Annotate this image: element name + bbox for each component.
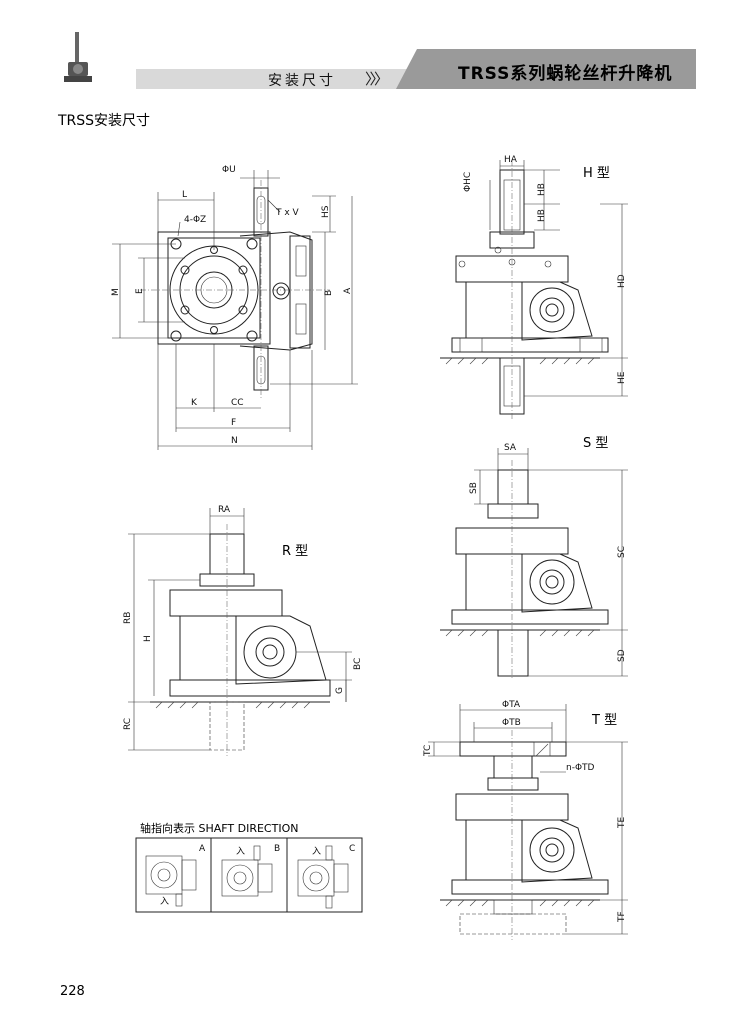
label-hs: HS <box>321 205 331 218</box>
r-label-g: G <box>335 687 345 694</box>
h-label-he: HE <box>617 371 627 384</box>
label-e: E <box>135 288 145 294</box>
header-subtitle: 安装尺寸 <box>268 73 336 89</box>
shaft-direction-diagram: 轴指向表示 SHAFT DIRECTION A 入 B <box>135 821 363 913</box>
panel-b-in-label: 入 <box>236 846 245 857</box>
t-type-title: T 型 <box>591 713 617 728</box>
t-label-phi-ta: ΦTA <box>502 700 521 710</box>
label-b: B <box>324 290 334 296</box>
r-type-title: R 型 <box>282 544 308 559</box>
label-n: N <box>231 436 238 446</box>
label-k: K <box>191 398 198 408</box>
header-title: TRSS系列蜗轮丝杆升降机 <box>458 64 673 84</box>
label-a: A <box>343 287 353 294</box>
panel-c-in-label: 入 <box>312 846 321 857</box>
label-t-x-v: T x V <box>275 208 300 218</box>
s-label-sa: SA <box>504 443 517 453</box>
h-type-title: H 型 <box>583 166 610 181</box>
panel-a-in-label: 入 <box>160 896 169 907</box>
page-number: 228 <box>60 984 85 999</box>
h-label-hb-1: HB <box>537 183 547 196</box>
r-label-ra: RA <box>218 505 231 515</box>
shaft-panel-a: A 入 <box>145 844 206 907</box>
screw-jack-logo-icon <box>64 32 92 82</box>
t-label-tc: TC <box>423 745 433 757</box>
t-label-n-phi-td: n-ΦTD <box>566 763 595 773</box>
h-label-hb-2: HB <box>537 209 547 222</box>
r-type-drawing: R 型 <box>123 505 363 756</box>
s-label-sd: SD <box>617 649 627 662</box>
header-arrows: 〉〉〉 <box>365 70 389 88</box>
panel-c-letter: C <box>349 844 355 854</box>
panel-a-letter: A <box>199 844 206 854</box>
r-label-rb: RB <box>123 612 133 624</box>
header-band-dark <box>396 49 696 89</box>
panel-b-letter: B <box>274 844 280 854</box>
r-label-bc: BC <box>353 658 363 670</box>
label-phi-u: ΦU <box>222 165 236 175</box>
h-label-ha: HA <box>504 155 518 165</box>
t-type-drawing: T 型 <box>423 700 628 940</box>
label-f: F <box>231 418 236 428</box>
t-label-te: TE <box>617 817 627 829</box>
s-label-sb: SB <box>469 482 479 494</box>
s-type-drawing: S 型 <box>440 436 628 680</box>
t-label-tf: TF <box>617 911 627 923</box>
r-label-rc: RC <box>123 718 133 730</box>
shaft-direction-title: 轴指向表示 SHAFT DIRECTION <box>140 821 298 835</box>
s-label-sc: SC <box>617 546 627 558</box>
r-label-h: H <box>143 635 153 642</box>
h-type-drawing: H 型 <box>440 155 628 420</box>
top-view-drawing: ΦU T x V HS L 4-ΦZ M E B A K CC F N <box>111 165 358 450</box>
shaft-panel-b: B 入 <box>221 844 280 897</box>
h-label-phi-hc: ΦHC <box>463 172 473 192</box>
shaft-panel-c: C 入 <box>297 844 355 909</box>
h-label-hd: HD <box>617 274 627 288</box>
t-label-phi-tb: ΦTB <box>502 718 521 728</box>
label-cc: CC <box>231 398 244 408</box>
label-4-phi-z: 4-ΦZ <box>184 215 206 225</box>
s-type-title: S 型 <box>583 436 608 451</box>
label-l: L <box>182 190 187 200</box>
label-m: M <box>111 288 121 296</box>
section-title: TRSS安装尺寸 <box>58 113 151 129</box>
